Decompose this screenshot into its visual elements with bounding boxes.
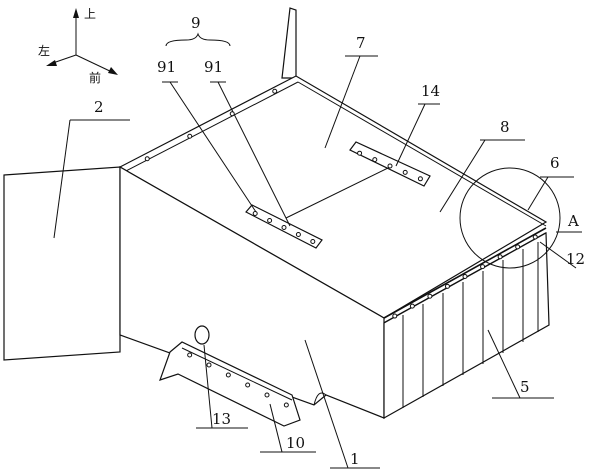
- top-edge-rivet: [144, 156, 150, 162]
- hinge-rivet: [387, 163, 393, 169]
- door-panel: [3, 166, 129, 361]
- handle-rivet: [267, 218, 273, 223]
- bracket-plate: [159, 341, 301, 427]
- label-14: 14: [421, 82, 440, 100]
- label-9: 9: [191, 14, 201, 32]
- top-edge-rivet: [187, 133, 193, 139]
- label-1: 1: [350, 450, 360, 468]
- bracket-rivet: [245, 382, 251, 388]
- label-10: 10: [286, 434, 305, 452]
- hinge-rivet: [417, 176, 423, 182]
- bracket-rivet: [187, 352, 193, 358]
- label-8: 8: [500, 118, 510, 136]
- hole-13: [194, 325, 210, 345]
- front-arrow-head: [108, 67, 118, 75]
- orientation-indicator: 上 左 前: [38, 7, 118, 85]
- hinge-rivet: [372, 157, 378, 163]
- top-edge-rivet: [272, 88, 278, 94]
- label-91-left: 91: [157, 58, 176, 76]
- front-edge-rivet: [497, 254, 503, 260]
- grille-panel: [383, 231, 550, 420]
- axis-front-label: 前: [89, 70, 101, 85]
- front-edge-rivet: [462, 274, 468, 279]
- label-2: 2: [94, 98, 104, 116]
- front-edge-rivet: [532, 234, 538, 240]
- front-edge-rivet: [427, 293, 433, 299]
- top-edge-rivet: [229, 111, 235, 117]
- front-edge-rivet: [480, 264, 486, 270]
- left-arrow-head: [46, 60, 57, 66]
- front-edge-rivet: [515, 244, 521, 250]
- front-edge-rivet: [392, 313, 398, 319]
- label-91-right: 91: [204, 58, 223, 76]
- handle-rivet: [310, 239, 316, 244]
- label-5: 5: [520, 378, 530, 396]
- axis-up-label: 上: [84, 7, 96, 21]
- front-edge-rivet: [409, 303, 415, 309]
- hinge-rivet: [402, 169, 408, 175]
- axis-left-label: 左: [38, 43, 50, 58]
- leader-lines: [53, 55, 582, 469]
- label-12: 12: [566, 250, 585, 268]
- brace-9: [165, 32, 231, 47]
- bracket-rivet: [264, 392, 270, 398]
- up-arrow-head: [73, 8, 79, 18]
- hinge-rivet: [357, 150, 363, 156]
- label-13: 13: [212, 410, 231, 428]
- front-arrow-line: [75, 54, 115, 74]
- label-7: 7: [356, 34, 366, 52]
- handle-rivet: [252, 211, 258, 216]
- handle-rivet: [295, 232, 301, 237]
- bracket-rivet: [283, 402, 289, 408]
- bracket-rivet: [225, 372, 231, 378]
- rear-rod: [281, 7, 297, 79]
- detail-circle-a: [459, 167, 561, 269]
- label-6: 6: [550, 154, 560, 172]
- handle-rivet: [281, 225, 287, 230]
- bracket-rivet: [206, 362, 212, 368]
- front-edge-rivet: [444, 283, 450, 289]
- label-a: A: [567, 212, 579, 230]
